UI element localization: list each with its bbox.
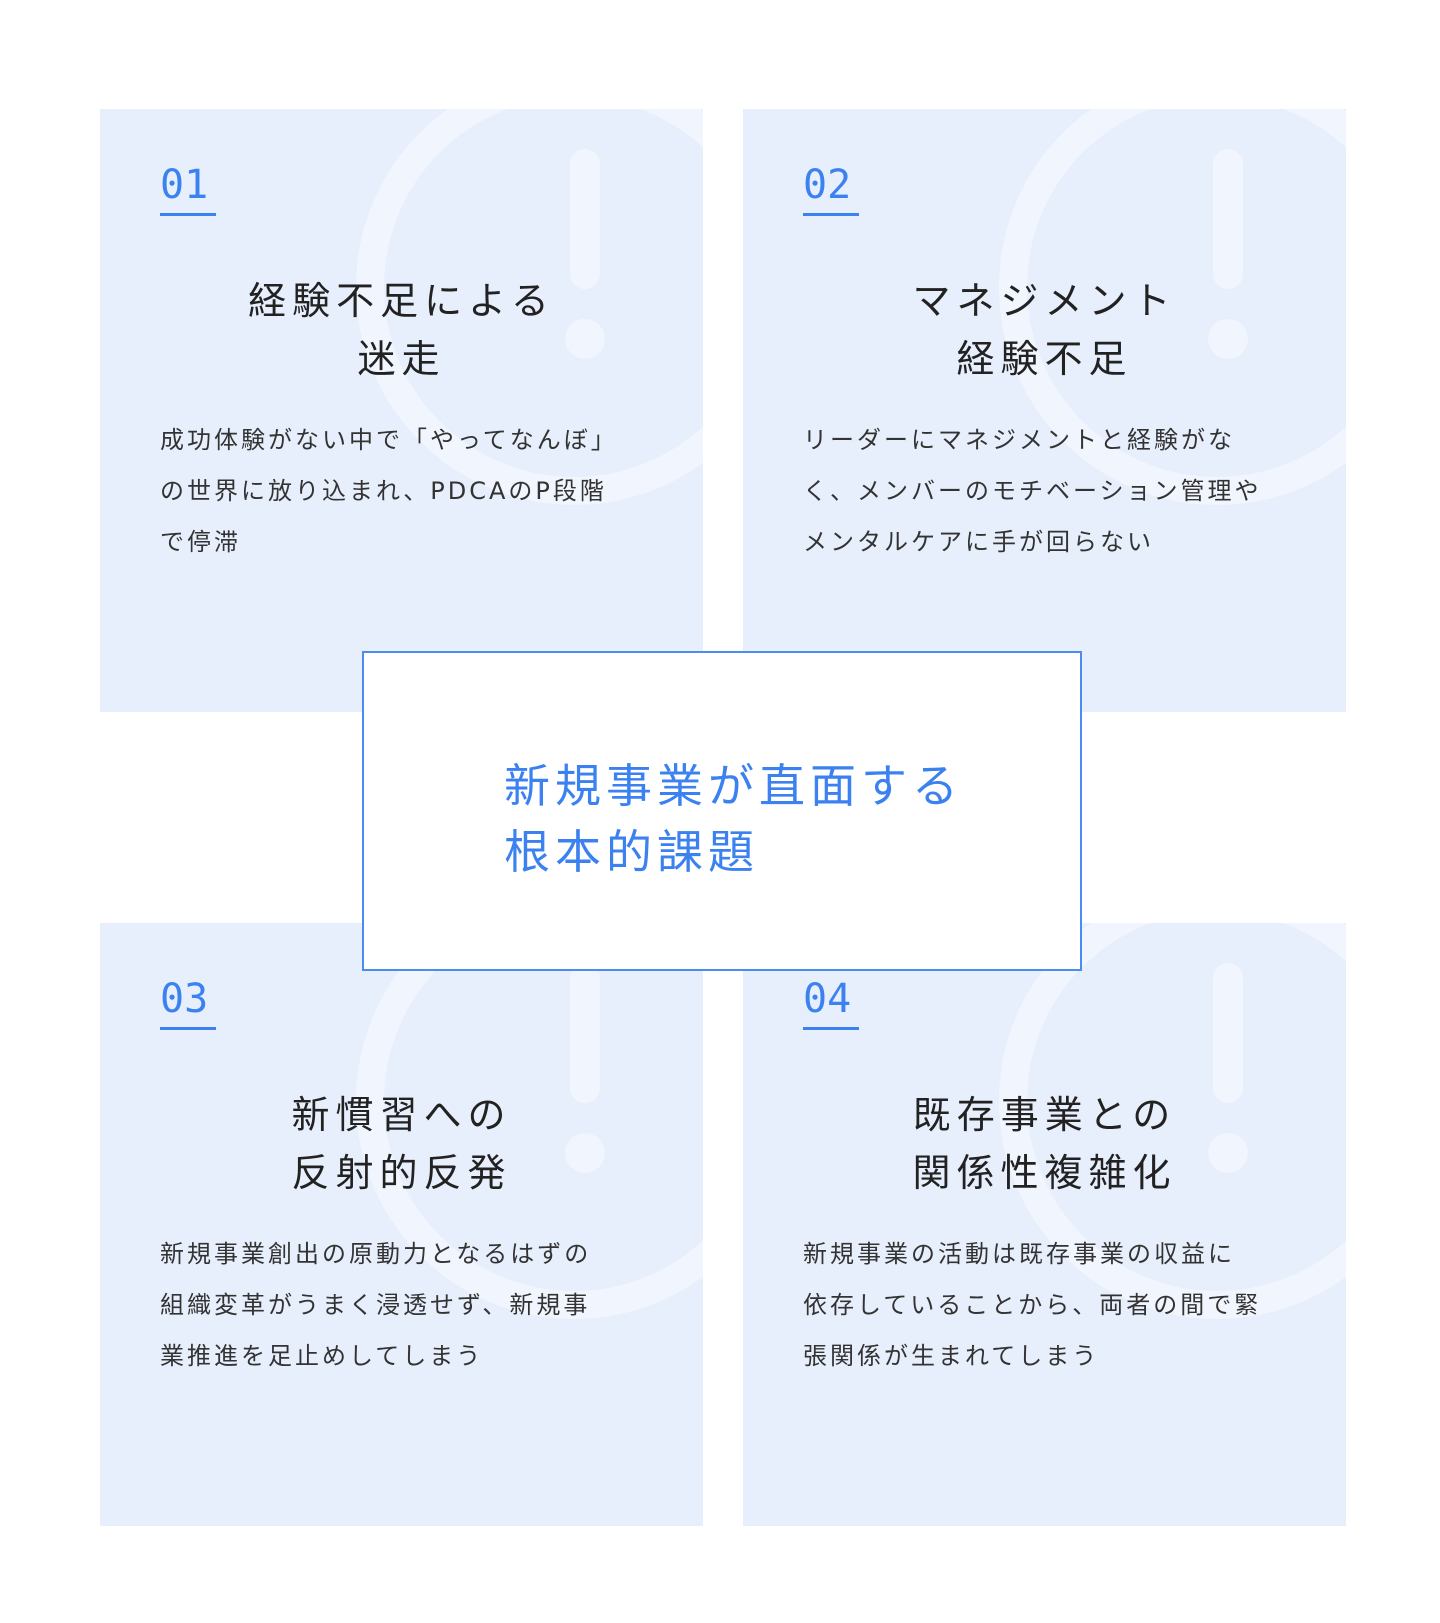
card-description-line: の世界に放り込まれ、PDCAのP段階	[160, 477, 607, 505]
card-description: 新規事業の活動は既存事業の収益に 依存していることから、両者の間で緊 張関係が生…	[803, 1229, 1293, 1382]
card-description: 新規事業創出の原動力となるはずの 組織変革がうまく浸透せず、新規事 業推進を足止…	[160, 1229, 650, 1382]
card-description-line: 業推進を足止めしてしまう	[160, 1342, 484, 1370]
card-description-line: 依存していることから、両者の間で緊	[803, 1291, 1262, 1319]
card-description: 成功体験がない中で「やってなんぼ」 の世界に放り込まれ、PDCAのP段階 で停滞	[160, 415, 650, 568]
card-description-line: メンタルケアに手が回らない	[803, 528, 1154, 556]
center-title-line: 根本的課題	[504, 825, 759, 879]
exclamation-icon	[1213, 963, 1243, 1103]
exclamation-icon	[1213, 149, 1243, 289]
card-description-line: 成功体験がない中で「やってなんぼ」	[160, 426, 618, 454]
card-number: 01	[160, 161, 216, 216]
center-title-box: 新規事業が直面する 根本的課題	[362, 651, 1082, 971]
card-title-line: 関係性複雑化	[912, 1151, 1177, 1195]
card-title-line: 経験不足による	[248, 279, 555, 323]
issue-card-1: 01 経験不足による 迷走 成功体験がない中で「やってなんぼ」 の世界に放り込ま…	[100, 109, 703, 712]
card-title: 新慣習への 反射的反発	[100, 1086, 703, 1202]
card-title: 経験不足による 迷走	[100, 272, 703, 388]
card-description-line: で停滞	[160, 528, 241, 556]
exclamation-dot-icon	[565, 1133, 605, 1173]
card-title-line: 経験不足	[956, 337, 1133, 381]
card-title: 既存事業との 関係性複雑化	[743, 1086, 1346, 1202]
card-description-line: リーダーにマネジメントと経験がな	[803, 426, 1235, 454]
center-title-line: 新規事業が直面する	[504, 759, 963, 813]
card-description-line: 新規事業の活動は既存事業の収益に	[803, 1240, 1235, 1268]
exclamation-dot-icon	[1208, 319, 1248, 359]
exclamation-icon	[570, 963, 600, 1103]
card-title-line: 迷走	[357, 337, 446, 381]
center-title: 新規事業が直面する 根本的課題	[504, 753, 963, 885]
card-description-line: 組織変革がうまく浸透せず、新規事	[160, 1291, 591, 1319]
card-title-line: 新慣習への	[291, 1093, 512, 1137]
card-title-line: マネジメント	[912, 279, 1177, 323]
exclamation-dot-icon	[565, 319, 605, 359]
card-description: リーダーにマネジメントと経験がな く、メンバーのモチベーション管理や メンタルケ…	[803, 415, 1293, 568]
card-title: マネジメント 経験不足	[743, 272, 1346, 388]
issue-card-3: 03 新慣習への 反射的反発 新規事業創出の原動力となるはずの 組織変革がうまく…	[100, 923, 703, 1526]
card-number: 02	[803, 161, 859, 216]
exclamation-dot-icon	[1208, 1133, 1248, 1173]
card-title-line: 既存事業との	[912, 1093, 1177, 1137]
card-number: 04	[803, 975, 859, 1030]
issue-card-4: 04 既存事業との 関係性複雑化 新規事業の活動は既存事業の収益に 依存している…	[743, 923, 1346, 1526]
exclamation-icon	[570, 149, 600, 289]
issue-card-2: 02 マネジメント 経験不足 リーダーにマネジメントと経験がな く、メンバーのモ…	[743, 109, 1346, 712]
card-number: 03	[160, 975, 216, 1030]
card-description-line: 張関係が生まれてしまう	[803, 1342, 1100, 1370]
card-description-line: く、メンバーのモチベーション管理や	[803, 477, 1262, 505]
card-description-line: 新規事業創出の原動力となるはずの	[160, 1240, 592, 1268]
card-title-line: 反射的反発	[291, 1151, 512, 1195]
